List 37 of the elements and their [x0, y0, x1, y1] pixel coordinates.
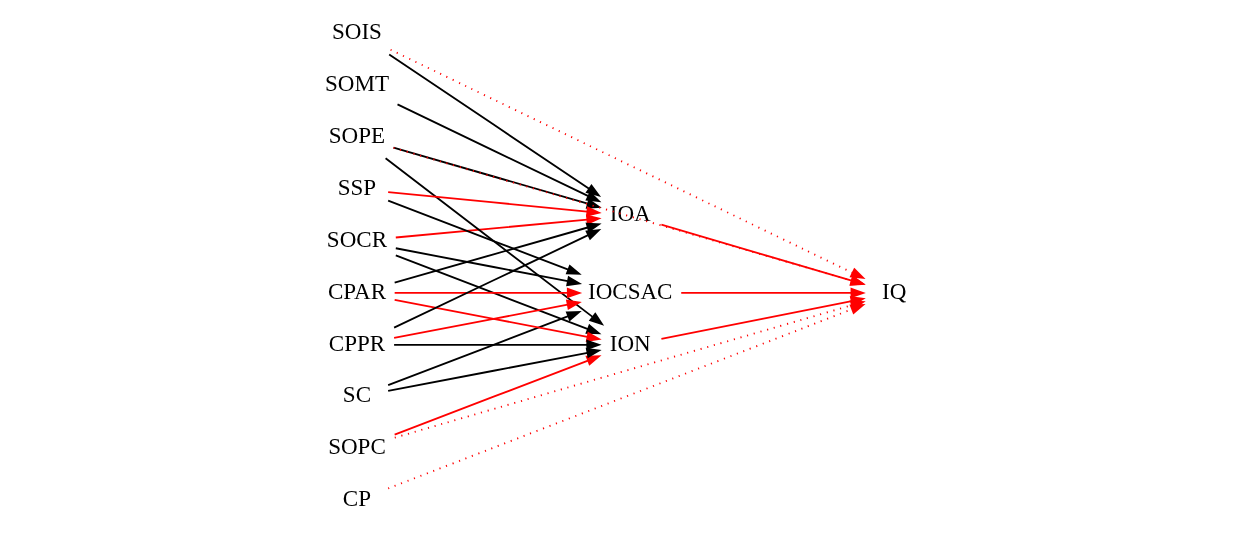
- arrow: [394, 247, 583, 287]
- node-text: SC: [342, 381, 372, 408]
- node-text: CPPR: [328, 329, 386, 356]
- arrow: [660, 223, 866, 286]
- node-text: SOIS: [331, 18, 382, 45]
- arrow: [393, 222, 602, 284]
- arrow: [393, 339, 602, 351]
- arrow: [392, 146, 866, 286]
- arrow: [393, 299, 582, 339]
- arrow: [387, 347, 602, 392]
- arrow: [396, 103, 602, 203]
- arrow: [387, 199, 582, 275]
- node-text: IQ: [882, 277, 907, 304]
- arrow: [393, 228, 602, 329]
- arrow: [387, 311, 582, 387]
- node-text: IOA: [609, 200, 651, 227]
- node-text: ION: [609, 329, 651, 356]
- arrow: [389, 48, 866, 280]
- arrow: [387, 304, 866, 490]
- arrow: [394, 214, 602, 239]
- node-text: SOPE: [328, 122, 386, 149]
- node-text: CPAR: [327, 277, 387, 304]
- arrow: [393, 355, 602, 436]
- node-text: CP: [342, 485, 372, 512]
- arrow: [680, 287, 866, 299]
- arrow: [388, 53, 602, 197]
- arrow: [387, 191, 602, 217]
- arrow: [393, 287, 583, 299]
- arrow: [394, 254, 602, 335]
- node-text: SOMT: [324, 70, 389, 97]
- arrow: [392, 146, 602, 209]
- node-text: IOCSAC: [587, 277, 673, 304]
- node-text: SSP: [337, 173, 377, 200]
- node-text: SOCR: [326, 225, 388, 252]
- arrow: [384, 157, 605, 326]
- node-text: SOPC: [328, 433, 386, 460]
- arrow: [393, 299, 602, 342]
